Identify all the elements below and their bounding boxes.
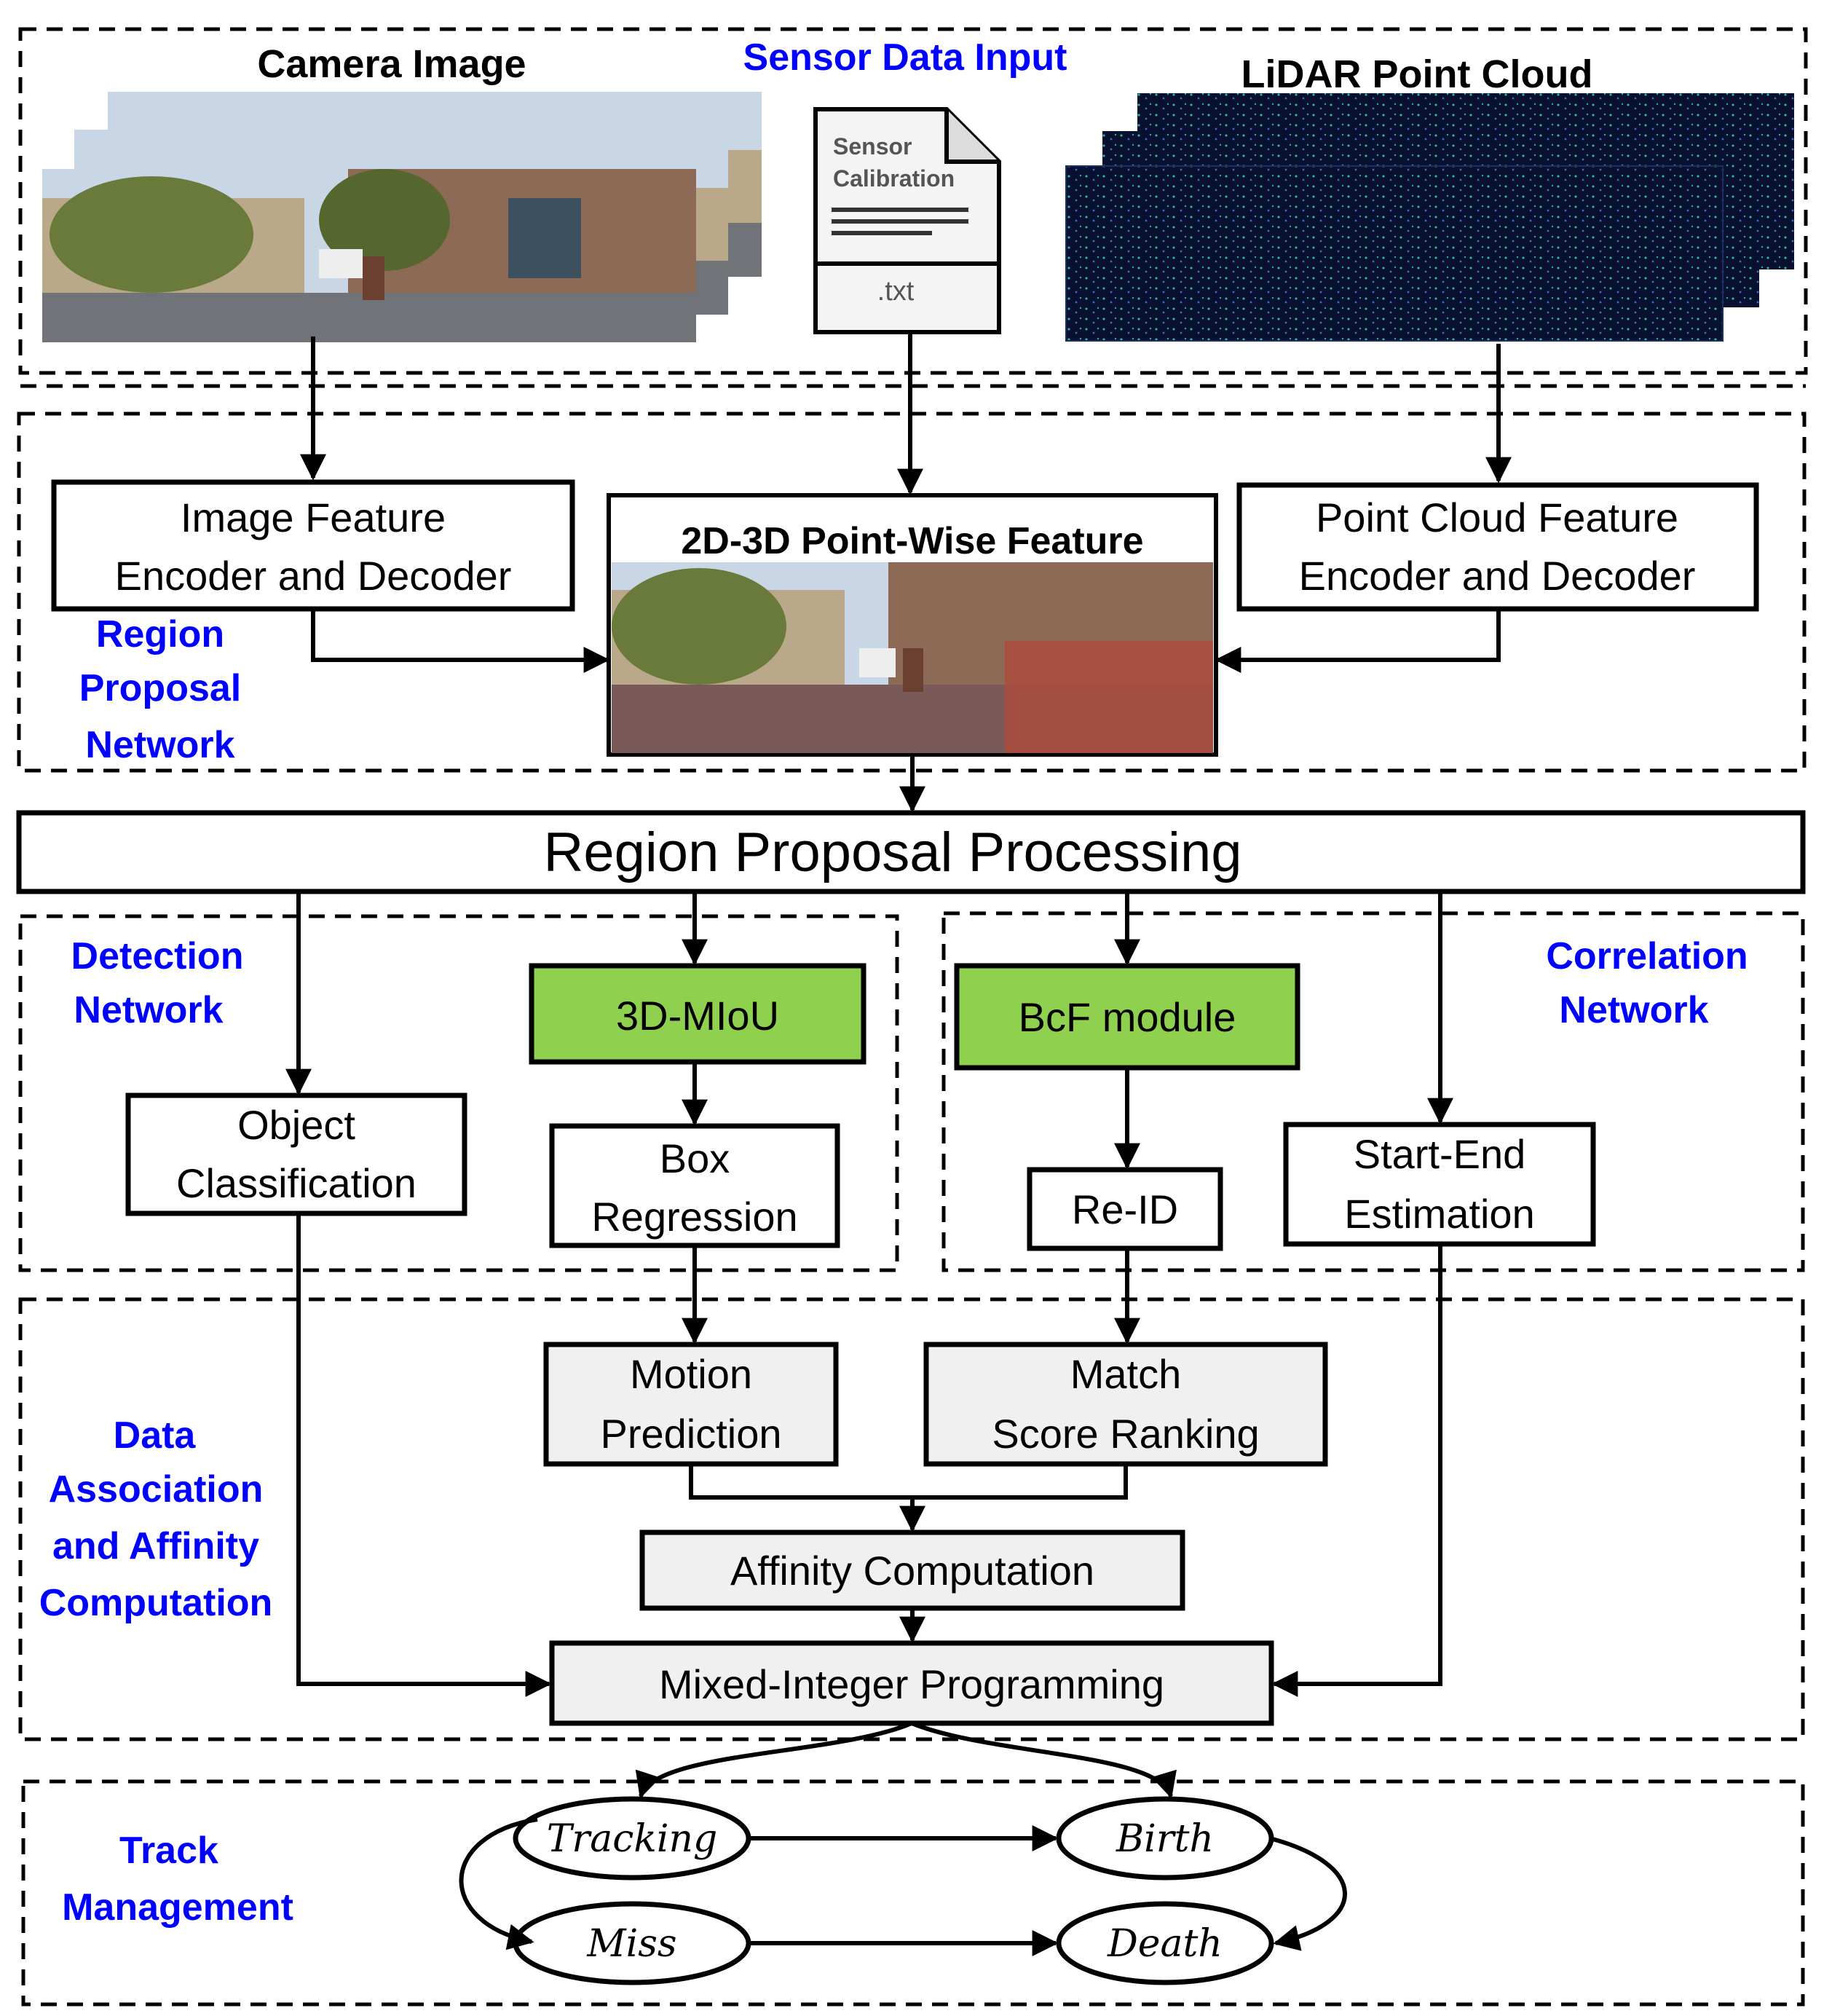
arrow-motion-to-affinity	[689, 1464, 925, 1532]
miou-label: 3D-MIoU	[616, 993, 779, 1039]
state-tracking-label: Tracking	[547, 1817, 718, 1861]
track-section-label-2: Management	[62, 1886, 293, 1929]
point-encoder-line1: Point Cloud Feature	[1316, 495, 1678, 540]
affinity-label: Affinity Computation	[730, 1548, 1094, 1594]
calibration-file-icon: Sensor Calibration .txt	[813, 107, 1001, 334]
box-regression-box: Box Regression	[549, 1123, 840, 1248]
detection-section-label-2: Network	[74, 989, 223, 1031]
fusion-photo	[612, 562, 1213, 753]
correlation-section-label-2: Network	[1559, 989, 1708, 1031]
state-miss: Miss	[513, 1901, 751, 1985]
state-birth-label: Birth	[1116, 1817, 1214, 1861]
lidar-point-cloud-stack	[1065, 93, 1794, 342]
arrow-match-to-affinity	[912, 1464, 1128, 1500]
start-end-estimation-box: Start-End Estimation	[1283, 1122, 1596, 1247]
arrow-point-encoder-to-fusion	[1215, 609, 1501, 673]
region-proposal-processing-label: Region Proposal Processing	[544, 822, 1242, 883]
detection-frame	[18, 914, 899, 1272]
arrow-tracking-miss-loop	[459, 1817, 538, 1950]
motion-prediction-line2: Prediction	[600, 1411, 781, 1457]
reid-label: Re-ID	[1072, 1186, 1178, 1232]
match-score-line2: Score Ranking	[992, 1411, 1259, 1457]
point-encoder-line2: Encoder and Decoder	[1299, 553, 1696, 599]
lidar-scan	[1066, 166, 1723, 341]
arrow-mip-to-tracking	[635, 1721, 913, 1799]
point-encoder-box: Point Cloud Feature Encoder and Decoder	[1236, 482, 1759, 612]
association-section-label-4: Computation	[39, 1582, 273, 1624]
match-score-ranking-box: Match Score Ranking	[923, 1342, 1328, 1467]
bcf-module-box: BcF module	[954, 963, 1300, 1071]
mip-label: Mixed-Integer Programming	[659, 1661, 1164, 1707]
state-death-label: Death	[1107, 1922, 1223, 1966]
image-encoder-line1: Image Feature	[181, 495, 446, 540]
detection-section-label-1: Detection	[71, 935, 244, 977]
state-birth: Birth	[1056, 1796, 1274, 1881]
calibration-ext: .txt	[877, 276, 915, 307]
arrow-birth-death-loop	[1269, 1836, 1347, 1951]
rpn-section-label-3: Network	[85, 724, 234, 766]
lidar-label: LiDAR Point Cloud	[1241, 52, 1593, 96]
object-classification-line1: Object	[237, 1102, 355, 1148]
track-frame	[21, 1779, 1805, 2007]
match-score-line1: Match	[1070, 1351, 1182, 1397]
fusion-feature-box: 2D-3D Point-Wise Feature	[607, 493, 1218, 757]
start-end-line1: Start-End	[1354, 1131, 1526, 1177]
state-death: Death	[1056, 1901, 1274, 1985]
start-end-line2: Estimation	[1344, 1191, 1534, 1237]
sensor-section-label: Sensor Data Input	[743, 36, 1067, 79]
camera-image-stack	[42, 92, 762, 342]
motion-prediction-box: Motion Prediction	[543, 1342, 839, 1467]
arrow-mip-to-birth	[910, 1721, 1177, 1799]
affinity-computation-box: Affinity Computation	[639, 1529, 1185, 1611]
calibration-line1: Sensor	[833, 133, 912, 160]
association-section-label-3: and Affinity	[52, 1525, 259, 1567]
state-miss-label: Miss	[586, 1922, 676, 1966]
region-proposal-processing-box: Region Proposal Processing	[16, 810, 1806, 894]
object-classification-line2: Classification	[176, 1160, 416, 1206]
image-encoder-line2: Encoder and Decoder	[115, 553, 512, 599]
track-section-label-1: Track	[119, 1830, 218, 1872]
association-section-label-1: Data	[114, 1414, 197, 1457]
camera-photo	[42, 169, 696, 342]
calibration-line2: Calibration	[833, 165, 955, 192]
sensor-input-frame	[18, 27, 1808, 375]
box-regression-line2: Regression	[591, 1194, 797, 1240]
box-regression-line1: Box	[660, 1135, 730, 1181]
motion-prediction-line1: Motion	[630, 1351, 752, 1397]
mixed-integer-programming-box: Mixed-Integer Programming	[549, 1640, 1274, 1726]
reid-box: Re-ID	[1027, 1167, 1223, 1251]
association-frame	[18, 1297, 1805, 1741]
state-tracking: Tracking	[513, 1796, 751, 1881]
arrow-start-end-to-mip	[1271, 1244, 1442, 1697]
rpn-section-label-1: Region	[96, 613, 224, 655]
rpn-section-label-2: Proposal	[79, 667, 242, 709]
arrow-image-encoder-to-fusion	[311, 609, 610, 673]
image-encoder-box: Image Feature Encoder and Decoder	[51, 479, 575, 612]
association-section-label-2: Association	[49, 1468, 264, 1511]
correlation-section-label-1: Correlation	[1546, 935, 1748, 977]
correlation-frame	[941, 911, 1805, 1272]
fusion-title: 2D-3D Point-Wise Feature	[681, 520, 1143, 562]
object-classification-box: Object Classification	[125, 1092, 467, 1216]
arrow-classification-to-mip	[296, 1213, 552, 1697]
miou-box: 3D-MIoU	[529, 963, 866, 1065]
bcf-module-label: BcF module	[1019, 994, 1236, 1040]
camera-image-label: Camera Image	[257, 42, 526, 86]
